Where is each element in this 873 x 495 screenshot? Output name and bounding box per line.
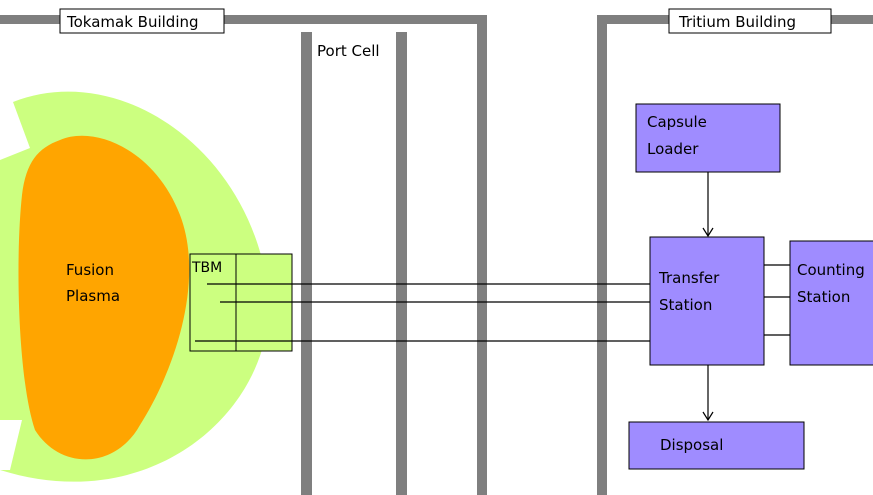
- tritium-left-wall: [597, 15, 607, 495]
- tokamak-vessel: [0, 91, 269, 482]
- transfer-station-label-line2: Station: [659, 296, 712, 314]
- plasma-label-line1: Fusion: [66, 261, 114, 279]
- tokamak-roof-wall: [0, 15, 487, 24]
- port-cell-label: Port Cell: [317, 42, 380, 60]
- disposal-label: Disposal: [660, 436, 723, 454]
- port-cell-wall-left: [301, 32, 312, 495]
- capsule-loader-box: [635, 103, 781, 173]
- tokamak-building-label: Tokamak Building: [66, 13, 199, 31]
- flow-arrows: [702, 172, 714, 422]
- vessel-cutout-bottom: [0, 420, 22, 470]
- plasma-label-line2: Plasma: [66, 287, 120, 305]
- tokamak-right-wall: [477, 15, 487, 495]
- port-cell-wall-middle: [396, 32, 407, 495]
- capsule-loader-label-line1: Capsule: [647, 113, 707, 131]
- counting-station-label-line2: Station: [797, 288, 850, 306]
- plasma-region: [18, 135, 190, 460]
- disposal-box: [628, 421, 805, 470]
- arrowhead-capsule-to-transfer: [702, 227, 714, 238]
- transfer-station-label-line1: Transfer: [658, 269, 720, 287]
- tritium-building-label-box: [668, 8, 832, 34]
- arrowhead-transfer-to-disposal: [702, 411, 714, 422]
- transfer-station-box: [649, 236, 765, 366]
- tbm-label: TBM: [191, 260, 222, 276]
- counting-station-box: [789, 240, 873, 366]
- counting-station-label-line1: Counting: [797, 261, 865, 279]
- capsule-loader-label-line2: Loader: [647, 140, 699, 158]
- tokamak-building-label-box: [59, 8, 225, 34]
- transport-lines: [195, 264, 790, 342]
- tritium-building-label: Tritium Building: [678, 13, 796, 31]
- vessel-cutout-top: [0, 102, 30, 160]
